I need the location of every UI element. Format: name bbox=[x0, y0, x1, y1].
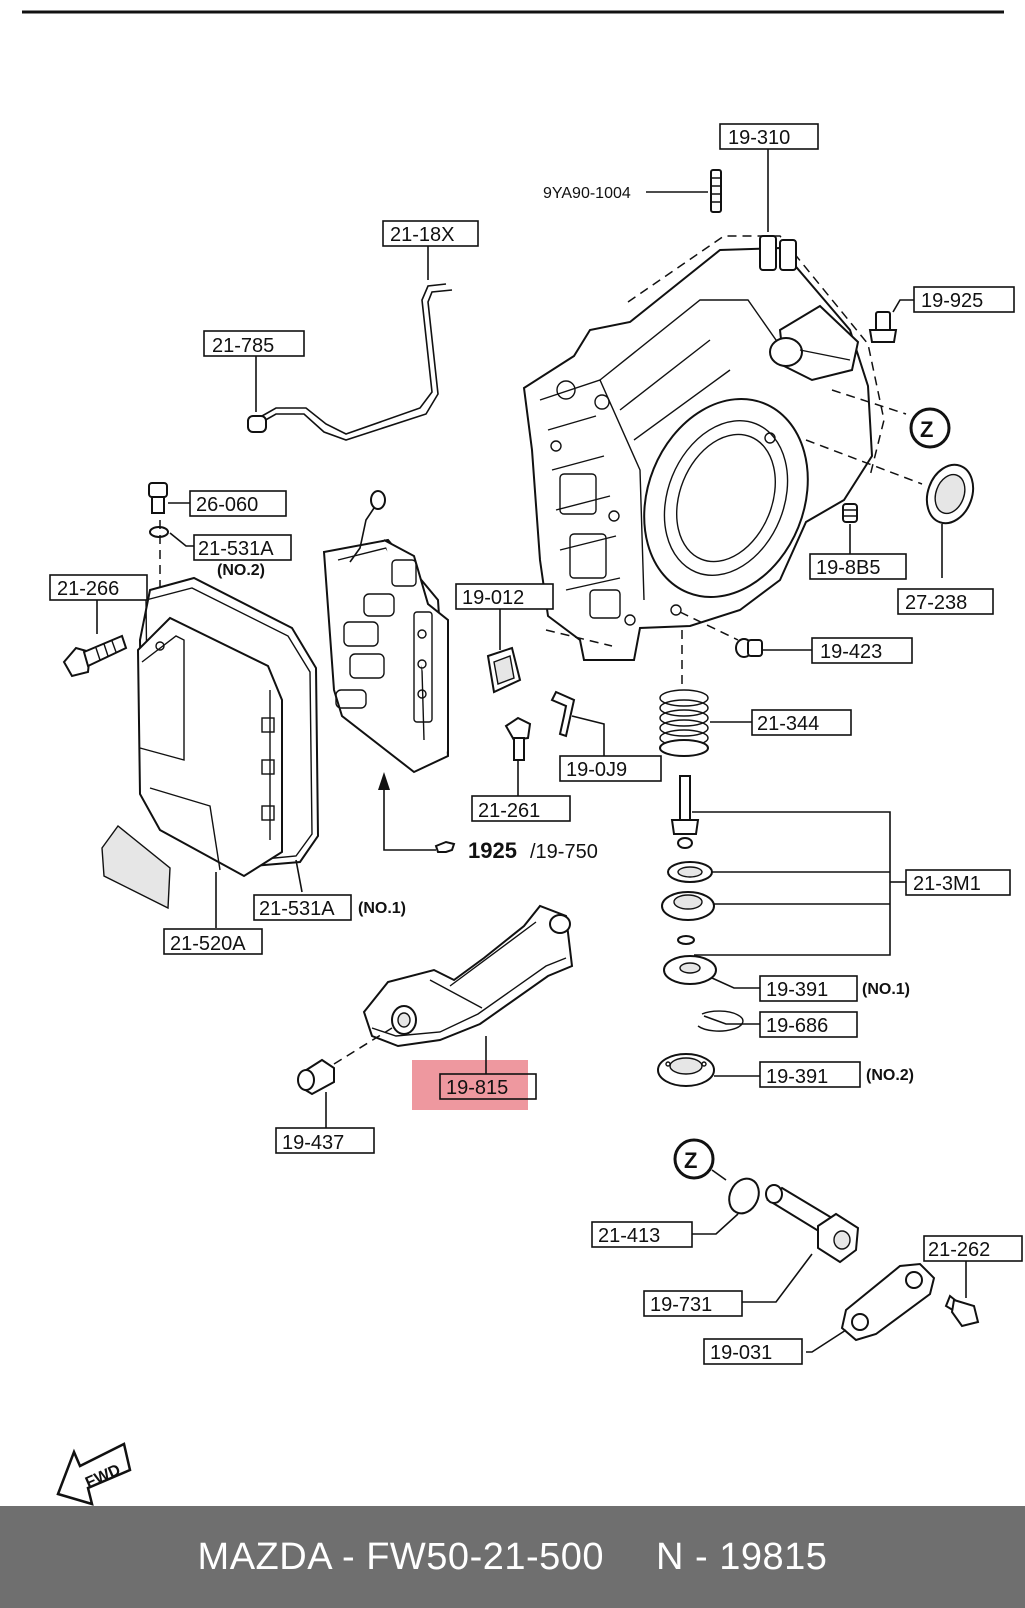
label-box-19-686 bbox=[759, 1011, 858, 1038]
label-19-0j9: 19-0J9 bbox=[566, 759, 627, 781]
label-21-531a-no1: 21-531A bbox=[259, 898, 335, 920]
note-no2-a: (NO.2) bbox=[217, 562, 265, 579]
label-19-391-no2: 19-391 bbox=[766, 1066, 828, 1088]
bolt-21-262 bbox=[944, 1294, 980, 1328]
label-box-19-423 bbox=[811, 637, 913, 664]
label-19-437: 19-437 bbox=[282, 1132, 344, 1154]
label-19-925: 19-925 bbox=[921, 290, 983, 312]
label-21-3m1: 21-3M1 bbox=[913, 873, 981, 895]
label-box-21-785 bbox=[203, 330, 305, 357]
note-no2-b: (NO.2) bbox=[866, 1067, 914, 1084]
label-21-344: 21-344 bbox=[757, 713, 819, 735]
label-box-21-266 bbox=[49, 574, 148, 601]
footer-number: N - 19815 bbox=[656, 1535, 828, 1578]
label-19-031: 19-031 bbox=[710, 1342, 772, 1364]
label-box-19-437 bbox=[275, 1127, 375, 1154]
ref-1925: 1925 bbox=[468, 838, 517, 863]
z-marker-1 bbox=[909, 407, 951, 449]
label-box-26-060 bbox=[189, 490, 287, 517]
label-box-19-310 bbox=[719, 123, 819, 150]
label-21-531a-no2: 21-531A bbox=[198, 538, 274, 560]
transmission-case bbox=[522, 235, 885, 661]
label-26-060: 26-060 bbox=[196, 494, 258, 516]
seal-19-437 bbox=[297, 1058, 335, 1096]
label-box-19-012 bbox=[455, 583, 554, 610]
bolt-26-060 bbox=[148, 482, 168, 514]
plug-19-423 bbox=[735, 638, 763, 658]
bracket-19-0j9 bbox=[550, 690, 576, 738]
label-box-21-413 bbox=[591, 1221, 693, 1248]
ref-19-750: /19-750 bbox=[530, 841, 598, 863]
label-box-19-391-no2 bbox=[759, 1061, 861, 1088]
label-21-18x: 21-18X bbox=[390, 224, 455, 246]
z-marker-2 bbox=[673, 1138, 715, 1180]
control-valve-body bbox=[322, 490, 450, 774]
label-box-21-344 bbox=[751, 709, 852, 736]
label-box-19-815 bbox=[439, 1073, 537, 1100]
label-21-413: 21-413 bbox=[598, 1225, 660, 1247]
label-box-19-0j9 bbox=[559, 755, 662, 782]
label-21-261: 21-261 bbox=[478, 800, 540, 822]
label-9ya90-1004: 9YA90-1004 bbox=[543, 185, 631, 202]
plate-19-031 bbox=[840, 1262, 936, 1342]
label-box-19-391-no1 bbox=[759, 975, 858, 1002]
note-no1-b: (NO.1) bbox=[862, 981, 910, 998]
note-no1-a: (NO.1) bbox=[358, 900, 406, 917]
label-box-21-261 bbox=[471, 795, 571, 822]
strainer-19-012 bbox=[486, 646, 522, 694]
accumulator-kit-21-3m1 bbox=[661, 775, 715, 945]
bolt-19-925 bbox=[868, 311, 898, 343]
label-21-785: 21-785 bbox=[212, 335, 274, 357]
label-21-520a: 21-520A bbox=[170, 933, 246, 955]
label-19-686: 19-686 bbox=[766, 1015, 828, 1037]
label-box-19-925 bbox=[913, 286, 1015, 313]
magnet-pad bbox=[101, 824, 171, 910]
label-box-21-262 bbox=[923, 1235, 1023, 1262]
z-marker-2-text: Z bbox=[684, 1148, 697, 1173]
label-box-19-8b5 bbox=[809, 553, 907, 580]
label-box-21-18x bbox=[382, 220, 479, 247]
plug-19-8b5 bbox=[842, 503, 858, 523]
highlight-19-815 bbox=[412, 1060, 528, 1110]
shaft-19-731 bbox=[765, 1184, 860, 1264]
washer-21-531a-no2 bbox=[149, 526, 169, 538]
label-21-266: 21-266 bbox=[57, 578, 119, 600]
snap-ring-19-686 bbox=[697, 1010, 744, 1032]
label-19-815: 19-815 bbox=[446, 1077, 508, 1099]
label-21-262: 21-262 bbox=[928, 1239, 990, 1261]
cover-19-391-no2 bbox=[657, 1053, 715, 1087]
oil-strainer-19-815 bbox=[362, 904, 574, 1048]
oil-pan-21-520a bbox=[136, 576, 320, 878]
label-19-310: 19-310 bbox=[728, 127, 790, 149]
breather-pipe bbox=[247, 283, 453, 441]
ref-arrow-head bbox=[378, 772, 390, 790]
label-19-391-no1: 19-391 bbox=[766, 979, 828, 1001]
footer-brand-part: MAZDA - FW50-21-500 bbox=[197, 1535, 605, 1578]
footer-bar: MAZDA - FW50-21-500 N - 19815 bbox=[0, 1506, 1025, 1608]
label-27-238: 27-238 bbox=[905, 592, 967, 614]
oil-seal-27-238 bbox=[925, 463, 975, 525]
piston-19-391-no1 bbox=[663, 955, 717, 985]
stud-bolt-9ya90 bbox=[710, 169, 722, 213]
label-box-21-531a-no1 bbox=[253, 894, 352, 921]
label-box-19-031 bbox=[703, 1338, 803, 1365]
label-box-21-531a-no2 bbox=[193, 534, 292, 561]
o-ring-21-413 bbox=[728, 1177, 760, 1215]
bolt-21-266 bbox=[62, 634, 128, 678]
fwd-arrow-icon bbox=[56, 1442, 132, 1506]
z-marker-1-text: Z bbox=[920, 417, 933, 442]
bolt-21-261 bbox=[504, 716, 532, 761]
spring-21-344 bbox=[659, 689, 709, 757]
label-box-21-3m1 bbox=[905, 869, 1011, 896]
label-19-8b5: 19-8B5 bbox=[816, 557, 881, 579]
label-box-27-238 bbox=[897, 588, 994, 615]
label-19-012: 19-012 bbox=[462, 587, 524, 609]
label-box-19-731 bbox=[643, 1290, 743, 1317]
pointing-hand-icon bbox=[434, 840, 456, 853]
label-box-21-520a bbox=[163, 928, 263, 955]
label-19-423: 19-423 bbox=[820, 641, 882, 663]
label-19-731: 19-731 bbox=[650, 1294, 712, 1316]
